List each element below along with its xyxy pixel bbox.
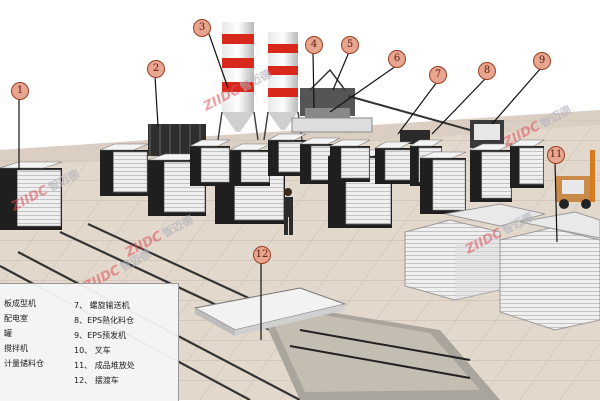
legend-item: 11、 成品堆放处 [74, 361, 135, 370]
molding-machine-panels [432, 159, 466, 211]
leader-lines [18, 33, 558, 340]
molding-machine-top [99, 143, 149, 151]
marker-8: 8 [478, 62, 496, 80]
forklift [556, 150, 595, 209]
molding-machine-top [469, 143, 513, 151]
molding-machine-panels [17, 169, 62, 227]
cement-silos [217, 22, 303, 141]
equipment-legend: 板成型机 配电室 罐 搅拌机 计量储料仓 7、 螺旋输送机 8、EPS熟化料仓 … [0, 283, 179, 401]
marker-11: 11 [547, 146, 565, 164]
marker-6: 6 [388, 50, 406, 68]
molding-machine-top [419, 151, 467, 159]
legend-item: 10、 叉车 [74, 346, 111, 355]
eps-pre-expander [470, 120, 504, 148]
marker-4: 4 [305, 36, 323, 54]
molding-machine-top [508, 139, 546, 147]
molding-machines [0, 133, 546, 230]
molding-machine-top [267, 133, 307, 141]
legend-item: 8、EPS熟化料仓 [74, 316, 135, 325]
molding-machine-top [329, 139, 371, 147]
legend-item: 罐 [4, 329, 12, 338]
marker-7: 7 [429, 66, 447, 84]
legend-item: 计量储料仓 [4, 359, 44, 368]
marker-2: 2 [147, 60, 165, 78]
molding-machine-top [189, 139, 231, 147]
legend-item: 搅拌机 [4, 344, 28, 353]
molding-machine-panels [519, 147, 544, 185]
marker-5: 5 [341, 36, 359, 54]
molding-machine-panels [384, 149, 411, 181]
legend-item: 配电室 [4, 314, 28, 323]
marker-12: 12 [253, 246, 271, 264]
molding-machine-top [373, 141, 413, 149]
molding-machine-panels [481, 151, 512, 199]
molding-machine-panels [340, 147, 370, 179]
ferry-car [193, 287, 347, 336]
marker-9: 9 [533, 52, 551, 70]
molding-machine-top [408, 139, 444, 147]
ferry-pit [255, 300, 500, 400]
legend-item: 12、 摆渡车 [74, 376, 119, 385]
molding-machine-panels [240, 151, 270, 183]
marker-3: 3 [193, 19, 211, 37]
worker-figure [284, 188, 293, 235]
finished-product-stacks [404, 203, 600, 331]
marker-1: 1 [11, 82, 29, 100]
legend-item: 7、 螺旋输送机 [74, 301, 130, 310]
mixing-station [291, 68, 373, 133]
legend-item: 板成型机 [4, 299, 36, 308]
molding-machine-top [299, 137, 341, 145]
molding-machine-panels [113, 151, 148, 193]
legend-item: 9、EPS预发机 [74, 331, 127, 340]
molding-machine-panels [200, 147, 230, 183]
molding-machine-top [0, 161, 63, 169]
